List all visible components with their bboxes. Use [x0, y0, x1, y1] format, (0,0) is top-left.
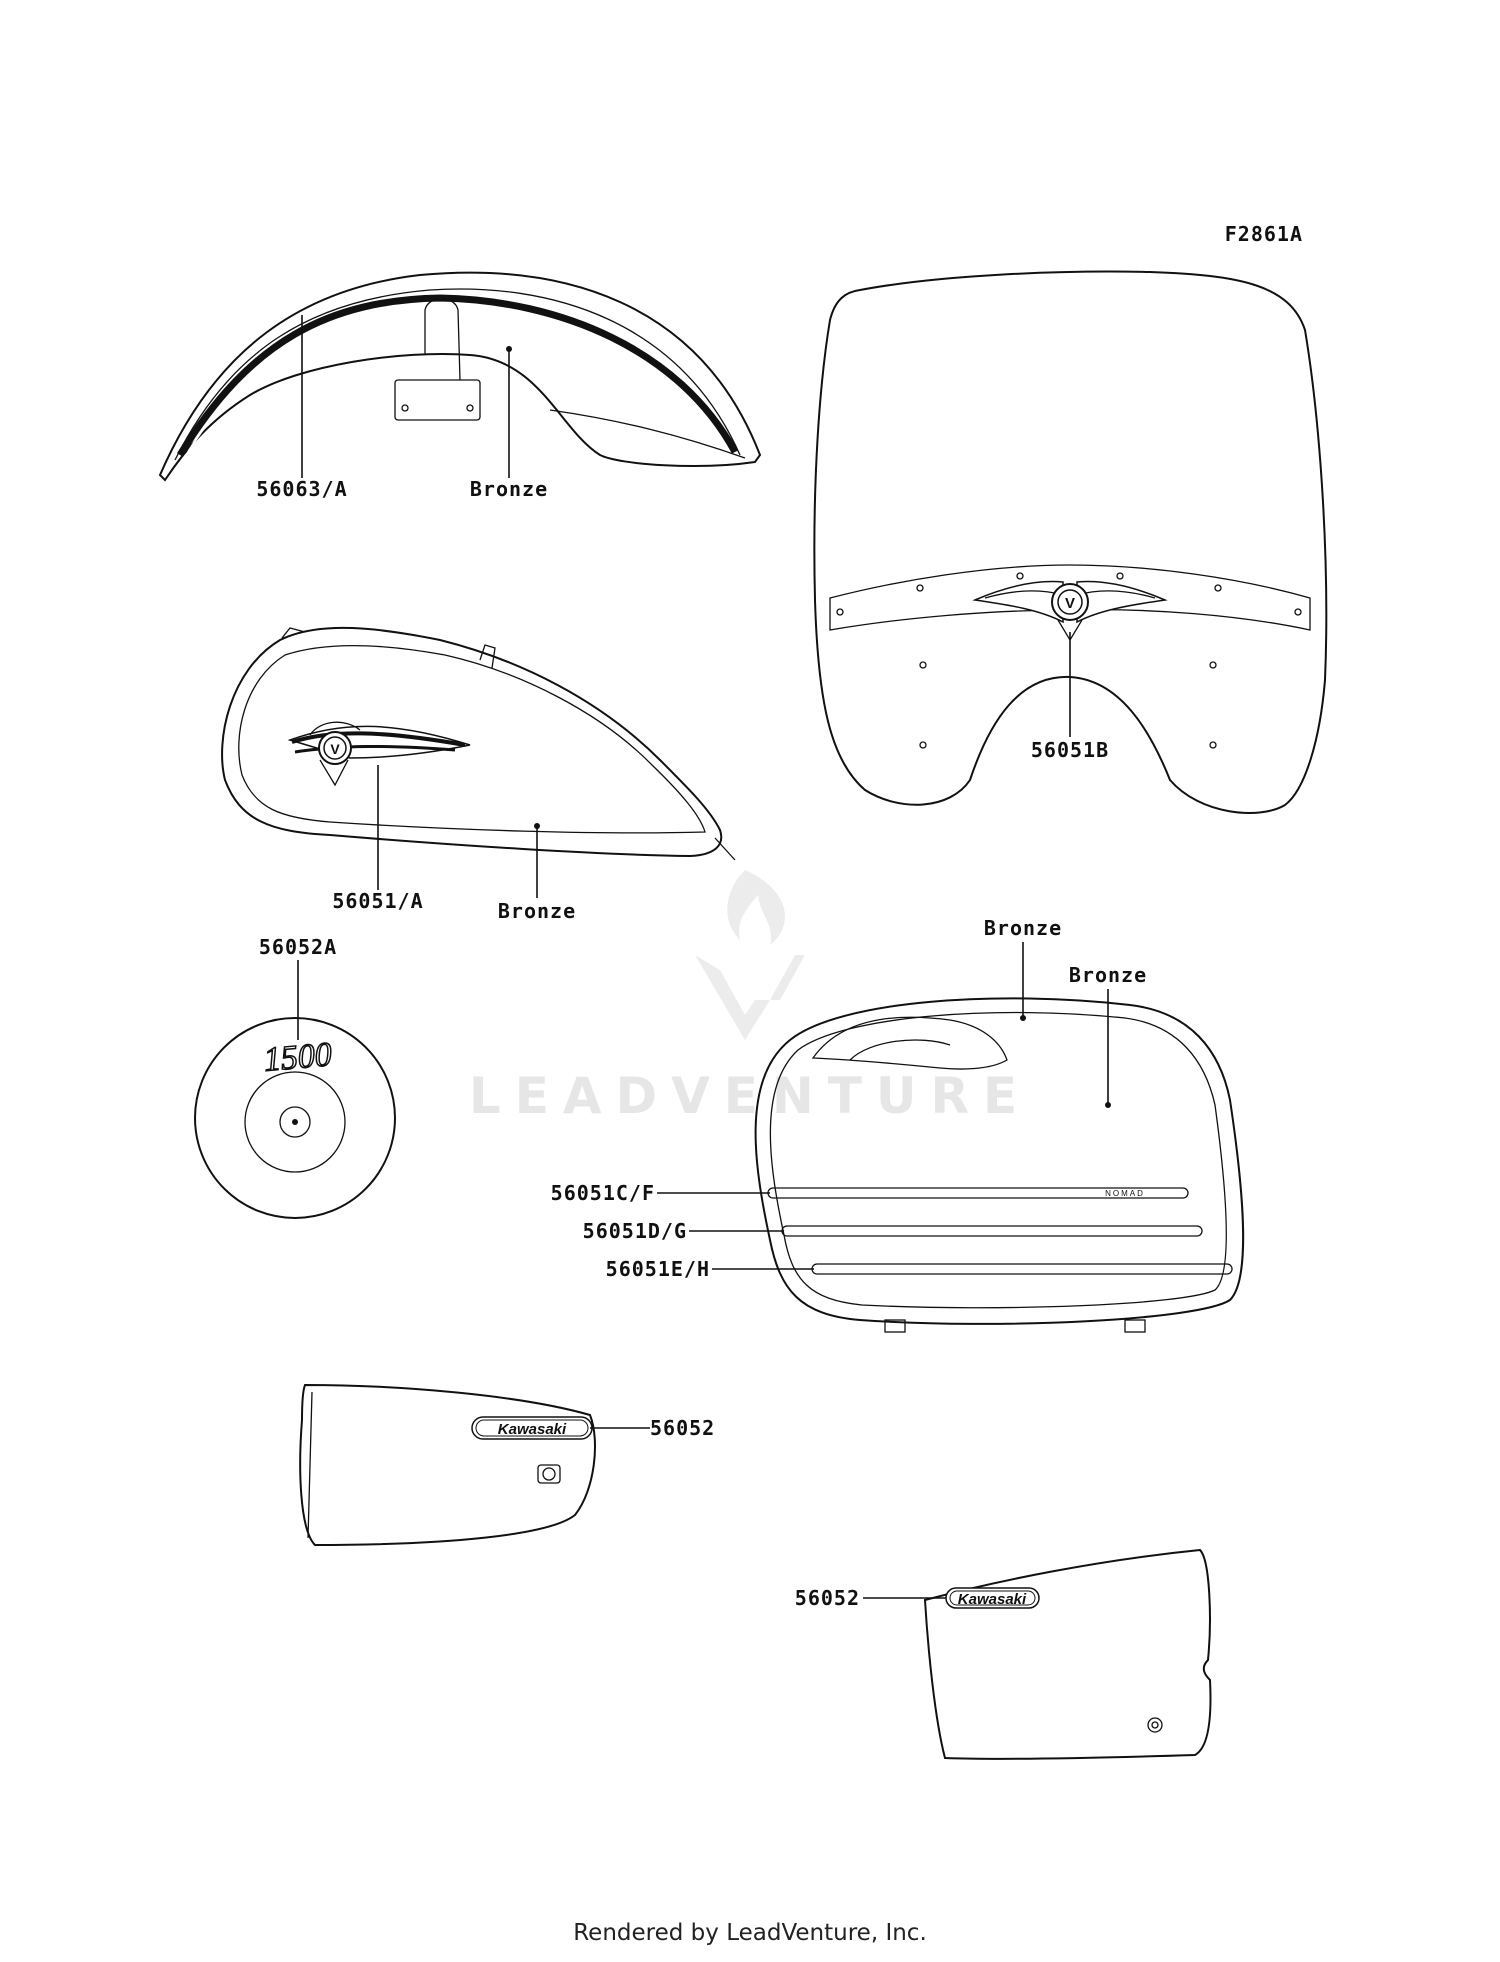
- label-56051e-h: 56051E/H: [606, 1257, 710, 1281]
- saddlebag: NOMAD: [754, 997, 1245, 1333]
- windshield-v-emblem: V: [972, 580, 1168, 642]
- tank-v-emblem: V: [287, 721, 471, 787]
- label-front-fender-bronze: Bronze: [470, 477, 548, 501]
- tank-emblem-letter: V: [330, 741, 340, 757]
- footer-credit: Rendered by LeadVenture, Inc.: [573, 1920, 927, 1946]
- label-56052-left: 56052: [650, 1416, 715, 1440]
- side-cover-right: Kawasaki: [923, 1548, 1212, 1760]
- side-cover-right-brand: Kawasaki: [958, 1591, 1027, 1608]
- watermark: LEADVENTURE: [469, 870, 1031, 1125]
- label-56063-a: 56063/A: [256, 477, 347, 501]
- label-56051-a: 56051/A: [332, 889, 423, 913]
- label-tank-bronze: Bronze: [498, 899, 576, 923]
- label-56051b: 56051B: [1031, 738, 1109, 762]
- windshield-emblem-letter: V: [1065, 595, 1075, 612]
- side-cover-left: Kawasaki: [299, 1383, 596, 1547]
- round-cover: 1500: [194, 1017, 396, 1219]
- label-56052a: 56052A: [259, 935, 337, 959]
- side-cover-left-brand: Kawasaki: [498, 1421, 567, 1438]
- label-56052-right: 56052: [795, 1586, 860, 1610]
- front-fender: [158, 271, 762, 482]
- label-56051d-g: 56051D/G: [583, 1219, 687, 1243]
- fuel-tank: V: [221, 626, 736, 861]
- label-saddlebag-bronze-1: Bronze: [984, 916, 1062, 940]
- stripe-nomad-text: NOMAD: [1105, 1189, 1145, 1198]
- watermark-text: LEADVENTURE: [469, 1067, 1031, 1125]
- label-saddlebag-bronze-2: Bronze: [1069, 963, 1147, 987]
- cover-number-1500: 1500: [262, 1036, 333, 1079]
- figure-id: F2861A: [1225, 222, 1303, 246]
- windshield: V: [813, 270, 1328, 814]
- label-56051c-f: 56051C/F: [551, 1181, 655, 1205]
